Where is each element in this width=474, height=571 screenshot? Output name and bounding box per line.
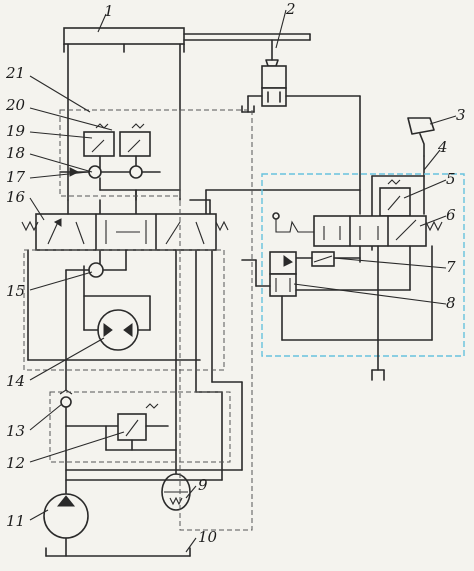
label-13: 13: [6, 422, 25, 440]
label-19: 19: [6, 122, 26, 140]
main-pipework: [67, 43, 361, 215]
rod-actuated-valve: [241, 39, 361, 113]
label-10: 10: [198, 528, 218, 546]
label-7: 7: [446, 258, 456, 276]
label-20: 20: [5, 96, 26, 114]
label-11: 11: [6, 512, 25, 530]
label-1: 1: [104, 2, 114, 20]
label-21: 21: [5, 64, 25, 82]
label-12: 12: [6, 454, 25, 472]
pilot-block: [59, 123, 161, 191]
label-6: 6: [446, 206, 456, 224]
label-15: 15: [6, 282, 25, 300]
label-14: 14: [6, 372, 25, 390]
label-9: 9: [198, 476, 208, 494]
leader-lines: [29, 9, 457, 553]
label-16: 16: [6, 188, 26, 206]
label-18: 18: [6, 144, 25, 162]
hydraulic-cylinder: [63, 27, 311, 53]
motor-circuit: [65, 249, 151, 351]
label-4: 4: [437, 138, 448, 156]
label-8: 8: [446, 294, 456, 312]
label-5: 5: [446, 170, 456, 188]
label-2: 2: [285, 0, 296, 18]
label-17: 17: [6, 168, 26, 186]
main-directional-valve: [21, 199, 229, 251]
return-lines: [27, 249, 257, 481]
reference-numbers: 1 2 3 4 5 6 7 8 9 10 11 12 13 14 15 16 1…: [5, 0, 466, 546]
control-subassembly: [255, 173, 465, 381]
pedal-actuator: [407, 117, 435, 177]
pump-protection: [59, 389, 177, 501]
label-3: 3: [456, 106, 466, 124]
dashed-boundaries: [23, 109, 253, 531]
